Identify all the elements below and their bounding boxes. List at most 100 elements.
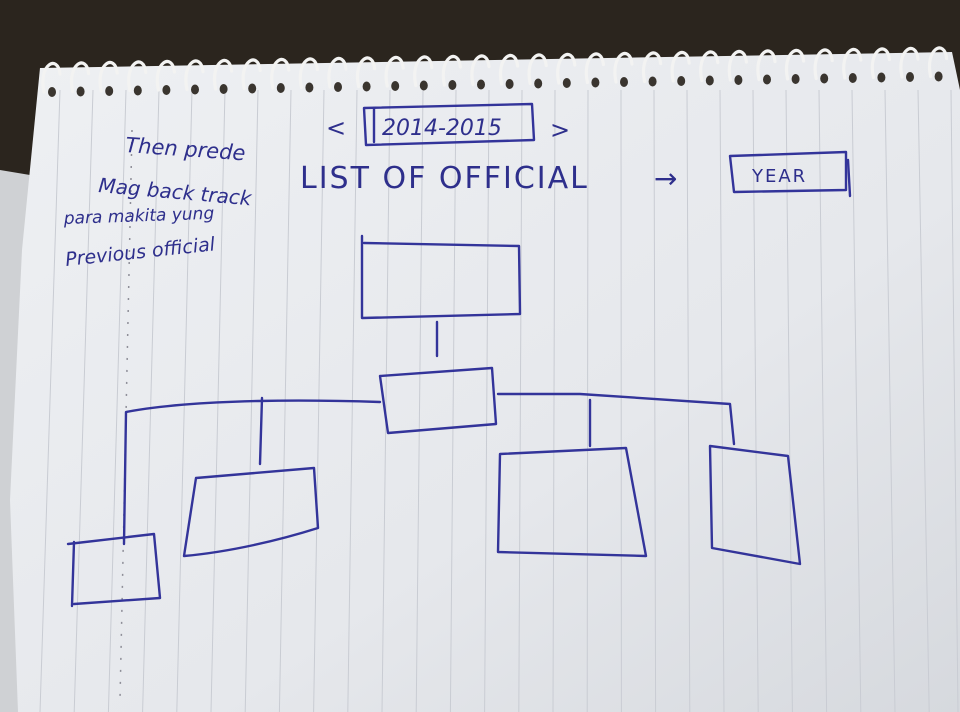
binding-hole bbox=[763, 74, 771, 85]
spiral-ring bbox=[927, 46, 949, 79]
spiral-ring bbox=[470, 54, 491, 87]
ruled-line bbox=[73, 89, 94, 712]
ruled-line bbox=[917, 89, 930, 712]
spiral-ring bbox=[212, 58, 234, 91]
spiral-ring bbox=[727, 49, 748, 82]
binding-hole bbox=[620, 77, 628, 87]
binding-hole bbox=[791, 74, 800, 84]
title-arrow: → bbox=[654, 162, 679, 195]
binding-hole bbox=[362, 81, 371, 92]
binding-hole bbox=[448, 80, 457, 90]
prev-year-arrow[interactable]: < bbox=[326, 114, 348, 142]
spiral-ring bbox=[641, 51, 663, 84]
ruled-line bbox=[415, 89, 424, 712]
ruled-line bbox=[586, 89, 589, 712]
year-range-selector[interactable]: < 2014-2015 > bbox=[326, 102, 572, 147]
spiral-ring bbox=[327, 56, 348, 89]
binding-hole bbox=[534, 78, 543, 89]
chart-box-left-inner[interactable] bbox=[182, 466, 320, 558]
spiral-ring bbox=[69, 61, 91, 94]
next-year-arrow[interactable]: > bbox=[550, 116, 572, 144]
binding-hole bbox=[734, 75, 743, 85]
spiral-binding bbox=[41, 46, 949, 97]
spiral-ring bbox=[155, 59, 176, 92]
ruled-line bbox=[484, 89, 490, 712]
spiral-ring bbox=[298, 57, 319, 90]
binding-hole bbox=[906, 72, 914, 82]
spiral-ring bbox=[98, 60, 119, 93]
binding-hole bbox=[276, 83, 285, 93]
spiral-ring bbox=[813, 48, 834, 81]
spiral-ring bbox=[270, 57, 291, 90]
year-range-box bbox=[362, 102, 536, 147]
ruled-line bbox=[950, 89, 959, 712]
spiral-ring bbox=[670, 50, 691, 83]
binding-hole bbox=[591, 77, 600, 88]
spiral-ring bbox=[184, 59, 205, 92]
org-chart bbox=[66, 234, 802, 608]
binding-hole bbox=[877, 72, 886, 83]
spiral-ring bbox=[441, 54, 462, 87]
binding-hole bbox=[934, 71, 943, 82]
spiral-ring bbox=[899, 46, 920, 79]
spiral-ring bbox=[613, 51, 634, 84]
spiral-ring bbox=[699, 50, 720, 83]
binding-hole bbox=[419, 80, 428, 91]
spiral-ring bbox=[756, 49, 777, 82]
spiral-ring bbox=[870, 47, 891, 80]
ruled-line bbox=[719, 89, 725, 712]
spiral-ring bbox=[556, 52, 577, 85]
binding-hole bbox=[162, 85, 171, 95]
binding-hole bbox=[133, 85, 142, 96]
binding-hole bbox=[48, 87, 56, 97]
spiral-ring bbox=[41, 61, 62, 94]
spiral-ring bbox=[384, 55, 405, 88]
year-range-label: 2014-2015 bbox=[382, 116, 502, 141]
spiral-ring bbox=[784, 48, 806, 81]
binding-hole bbox=[705, 75, 714, 86]
ruled-line bbox=[107, 89, 127, 712]
spiral-ring bbox=[527, 53, 548, 86]
year-button[interactable]: YEAR bbox=[728, 150, 852, 198]
binding-hole bbox=[677, 76, 686, 86]
chart-box-right-outer[interactable] bbox=[708, 444, 802, 566]
ruled-line bbox=[449, 89, 457, 712]
ruled-line bbox=[884, 89, 896, 712]
chart-box-right-inner[interactable] bbox=[496, 446, 648, 558]
binding-hole bbox=[505, 79, 514, 89]
binding-hole bbox=[334, 82, 342, 92]
spiral-ring bbox=[355, 56, 377, 89]
page-title: LIST OF OFFICIAL bbox=[300, 161, 589, 196]
ruled-line bbox=[39, 89, 61, 712]
binding-hole bbox=[305, 82, 314, 93]
binding-hole bbox=[820, 73, 829, 84]
ruled-line bbox=[210, 89, 226, 712]
spiral-ring bbox=[842, 47, 863, 80]
binding-hole bbox=[477, 79, 485, 90]
binding-hole bbox=[219, 84, 228, 94]
chart-box-top[interactable] bbox=[360, 234, 522, 320]
ruled-line bbox=[785, 89, 793, 712]
binding-hole bbox=[391, 81, 400, 91]
ruled-line bbox=[818, 89, 828, 712]
spiral-ring bbox=[498, 53, 520, 86]
spiral-ring bbox=[127, 60, 148, 93]
spiral-ring bbox=[413, 55, 434, 88]
binding-hole bbox=[562, 78, 571, 88]
ruled-line bbox=[851, 89, 862, 712]
ruled-line bbox=[752, 89, 759, 712]
ruled-line bbox=[518, 89, 523, 712]
ruled-line bbox=[653, 89, 657, 712]
binding-hole bbox=[648, 76, 657, 87]
ruled-line bbox=[552, 89, 556, 712]
spiral-ring bbox=[584, 52, 605, 85]
ruled-line bbox=[176, 89, 193, 712]
chart-box-left-outer[interactable] bbox=[66, 532, 162, 606]
spiral-ring bbox=[241, 58, 262, 91]
ruled-line bbox=[381, 89, 391, 712]
ruled-line bbox=[142, 89, 160, 712]
binding-hole bbox=[76, 86, 85, 97]
binding-hole bbox=[848, 73, 857, 83]
chart-box-middle[interactable] bbox=[378, 366, 498, 435]
